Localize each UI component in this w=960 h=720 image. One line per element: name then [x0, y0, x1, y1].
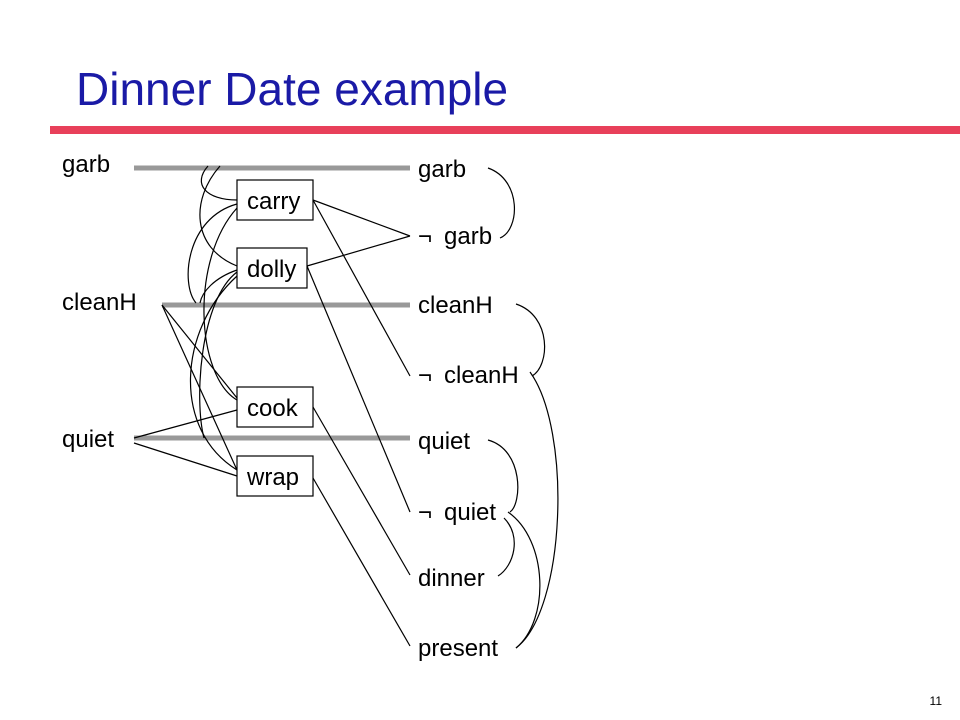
mutex-arc-garb-not-garb	[487, 167, 516, 239]
mutex-arc-noop-garb-carry	[200, 165, 238, 201]
title-underline	[50, 126, 960, 134]
edge-cook-dinner	[312, 406, 411, 576]
mutex-arc-not-quiet-present	[507, 511, 541, 649]
mutex-arc-dolly-noop-quiet	[199, 271, 238, 439]
action-label-dolly: dolly	[247, 256, 296, 283]
level1-literal-quiet: quiet	[418, 428, 470, 455]
action-label-cook: cook	[247, 395, 299, 422]
edge-quiet-wrap	[133, 442, 238, 477]
mutex-arc-not-cleanh-present	[515, 371, 559, 649]
level1-literal-not-cleanh: cleanH	[444, 362, 519, 389]
page-number: 11	[929, 694, 942, 708]
mutex-arc-carry-cook	[203, 207, 238, 401]
mutex-arc-quiet-not-quiet	[487, 439, 519, 513]
edge-wrap-present	[312, 477, 411, 647]
action-box-carry	[236, 179, 314, 221]
level1-literal-cleanh: cleanH	[418, 292, 493, 319]
mutex-arc-noop-garb-dolly	[199, 165, 238, 267]
mutex-arc-dolly-wrap	[189, 275, 238, 471]
page-title: Dinner Date example	[76, 63, 509, 115]
edge-carry-not-garb	[312, 199, 411, 237]
level0-fact-quiet: quiet	[62, 426, 114, 453]
level0-fact-garb: garb	[62, 151, 110, 178]
action-label-carry: carry	[247, 188, 300, 215]
negation-symbol-cleanh: ¬	[418, 362, 432, 389]
action-box-wrap	[236, 455, 314, 497]
level1-literal-not-quiet: quiet	[444, 499, 496, 526]
edge-dolly-not-quiet	[306, 265, 411, 513]
mutex-arc-not-quiet-dinner	[497, 517, 515, 577]
edge-quiet-cook	[133, 409, 238, 439]
negation-symbol-quiet: ¬	[418, 499, 432, 526]
level1-literal-present: present	[418, 635, 498, 662]
level0-fact-cleanh: cleanH	[62, 289, 137, 316]
edge-dolly-not-garb	[306, 235, 411, 267]
edge-cleanh-cook	[161, 304, 238, 399]
action-box-cook	[236, 386, 314, 428]
level1-literal-not-garb: garb	[444, 223, 492, 250]
action-label-wrap: wrap	[246, 464, 299, 491]
level1-literal-garb: garb	[418, 156, 466, 183]
mutex-arc-cleanh-not-cleanh	[515, 303, 546, 377]
edge-carry-not-cleanh	[312, 199, 411, 377]
mutex-arc-dolly-noop-cleanh	[199, 269, 238, 304]
negation-symbol-garb: ¬	[418, 223, 432, 250]
mutex-arc-carry-noop-cleanh	[187, 203, 238, 304]
action-box-dolly	[236, 247, 308, 289]
level1-literal-dinner: dinner	[418, 565, 485, 592]
